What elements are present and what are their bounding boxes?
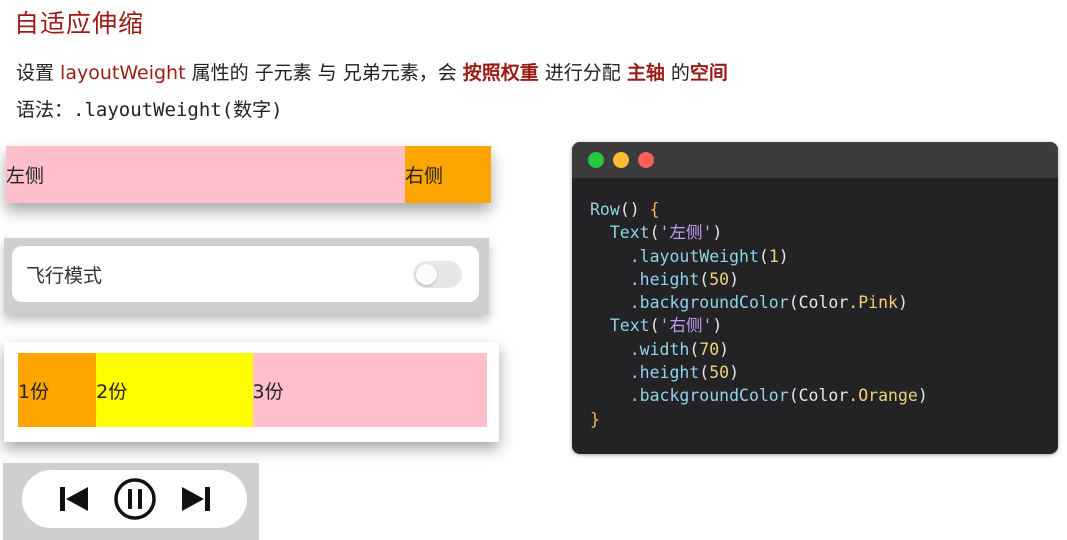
code-token: ) [719,339,730,359]
previous-track-icon[interactable] [58,486,90,512]
code-token: ) [897,293,908,313]
desc-keyword-layoutweight: layoutWeight [60,62,186,84]
code-line: Text('左侧') [590,221,1058,244]
code-token: 70 [699,339,720,359]
code-line: .layoutWeight(1) [590,245,1058,268]
code-token: Color [798,293,849,313]
code-token: .backgroundColor [590,386,789,406]
code-line: .backgroundColor(Color.Pink) [590,291,1058,314]
desc-text-4: 的 [664,62,690,84]
syntax-line: 语法：.layoutWeight(数字) [16,95,283,122]
weights-row: 1份 2份 3份 [18,353,487,427]
code-window-titlebar [572,142,1058,178]
setting-row-airplane-mode: 飞行模式 [12,246,479,302]
weight-segment-1: 1份 [18,353,97,427]
code-line: .width(70) [590,338,1058,361]
code-token: ( [649,223,660,243]
code-token: ( [689,339,700,359]
left-text-box: 左侧 [6,146,405,203]
code-token: ) [778,246,789,266]
media-controls-bar [22,470,247,528]
code-token: 1 [768,246,779,266]
code-token: Row [590,200,620,219]
airplane-mode-toggle[interactable] [413,260,462,288]
code-line: .height(50) [590,268,1058,291]
toggle-knob [416,263,437,285]
code-token: 50 [709,363,730,383]
code-token: ( [758,246,769,266]
code-token: .height [590,269,700,289]
desc-text-3: 进行分配 [538,62,627,84]
code-token: '左侧' [659,223,713,243]
code-token: '右侧' [659,316,713,336]
code-token: ) [729,269,740,289]
code-token: { [649,200,660,219]
page-title: 自适应伸缩 [14,9,145,38]
weight-segment-3: 3份 [252,353,487,427]
code-block: Row() { Text('左侧') .layoutWeight(1) .hei… [572,178,1058,431]
code-line: .height(50) [590,361,1058,384]
syntax-code: .layoutWeight(数字) [73,99,283,121]
code-token: Text [590,316,650,336]
desc-keyword-space: 空间 [689,62,728,84]
code-token: ) [712,223,723,243]
desc-text-2: 属性的 子元素 与 兄弟元素，会 [185,62,463,84]
code-token: .Pink [848,293,898,313]
code-line: Text('右侧') [590,314,1058,337]
code-token: ( [788,293,799,313]
code-token: .width [590,339,690,359]
demo-left-right-row: 左侧 右侧 [6,146,491,203]
code-token: .height [590,363,700,383]
right-text-box: 右侧 [405,146,491,203]
pause-icon[interactable] [113,477,157,521]
code-token: Color [798,386,849,406]
desc-text-1: 设置 [16,62,61,84]
code-token: 50 [709,269,730,289]
weight-segment-2: 2份 [96,353,253,427]
code-token: ( [649,316,660,336]
code-line: .backgroundColor(Color.Orange) [590,384,1058,407]
code-token: ) [729,363,740,383]
code-token: .backgroundColor [590,293,789,313]
syntax-label: 语法： [16,99,74,121]
code-token: Text [590,223,650,243]
code-token: ( [699,269,710,289]
code-token: () [619,200,650,219]
code-token: } [590,409,600,429]
window-dot-green [588,152,604,168]
demo-setting-frame: 飞行模式 [4,238,489,314]
demo-weights-frame: 1份 2份 3份 [4,342,499,442]
window-dot-red [638,152,654,168]
desc-keyword-main-axis: 主轴 [626,62,665,84]
code-token: ( [788,386,799,406]
media-controls-frame [3,463,259,540]
window-dot-yellow [613,152,629,168]
code-token: ( [699,363,710,383]
next-track-icon[interactable] [180,486,212,512]
setting-label: 飞行模式 [26,264,103,287]
code-token: .Orange [848,386,918,406]
code-window: Row() { Text('左侧') .layoutWeight(1) .hei… [572,142,1058,454]
code-line: Row() { [590,198,1058,221]
desc-keyword-weight: 按照权重 [462,62,539,84]
code-line: } [590,408,1058,431]
code-token: ) [917,386,928,406]
code-token: .layoutWeight [590,246,759,266]
code-token: ) [712,316,723,336]
description-line: 设置 layoutWeight 属性的 子元素 与 兄弟元素，会 按照权重 进行… [16,58,728,85]
